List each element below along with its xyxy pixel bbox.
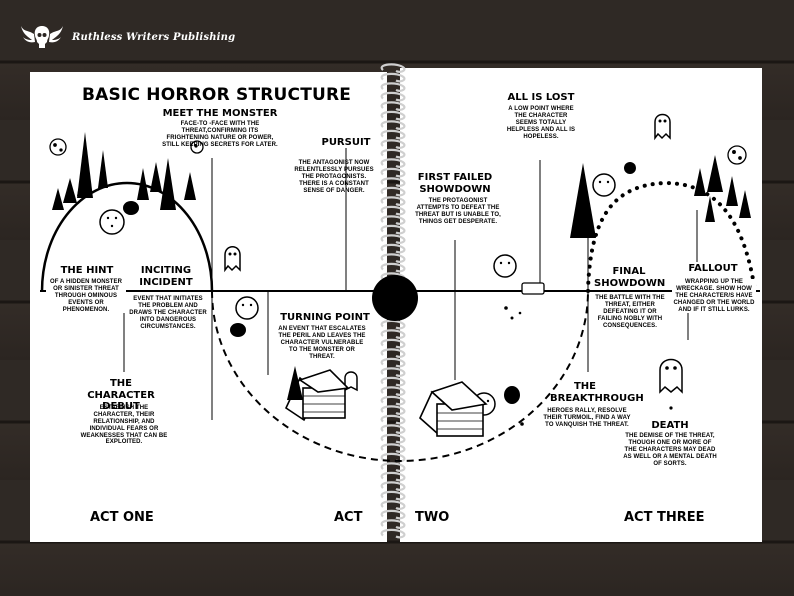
inciting-text: EVENT THAT INITIATES THE PROBLEM AND DRA… [129,296,207,330]
page-title: BASIC HORROR STRUCTURE [82,85,352,105]
final-showdown-heading: FINAL SHOWDOWN [594,266,666,289]
all-is-lost-text: A LOW POINT WHERE THE CHARACTER SEEMS TO… [506,106,576,140]
binding-ring [380,253,406,263]
pursuit-heading: PURSUIT [321,137,371,148]
binding-ring [380,82,406,92]
binding-ring [380,148,406,159]
act-three-arc [586,180,757,293]
act-two-label-right: TWO [415,510,450,525]
binding-ring [380,395,406,406]
binding-ring [380,357,406,368]
pursuit-text: THE ANTAGONIST NOW RELENTLESSLY PURSUES … [294,160,374,194]
binding-ring [380,196,406,206]
brand-name: Ruthless Writers Publishing [72,31,236,43]
binding-ring [380,500,406,510]
binding-ring [380,319,406,330]
binding-ring [380,338,406,349]
binding-ring [380,528,406,539]
binding-ring [380,177,406,187]
binding-ring [380,158,406,168]
breakthrough-text: HEROES RALLY, RESOLVE THEIR TURMOIL, FIN… [543,408,631,428]
death-text: THE DEMISE OF THE THREAT, THOUGH ONE OR … [623,433,717,467]
act-one-label: ACT ONE [90,510,154,525]
binding-ring [380,205,406,216]
binding-ring [380,519,406,529]
tree-icon [52,132,196,210]
meet-monster-text: FACE-TO -FACE WITH THE THREAT,CONFIRMING… [162,121,278,148]
binding-ring [380,72,406,83]
final-showdown-text: THE BATTLE WITH THE THREAT, EITHER DEFEA… [595,295,665,329]
binding-ring [380,63,406,73]
center-dot-icon [372,275,418,321]
binding-ring [380,101,406,111]
tree-icon [570,155,751,238]
binding-ring [380,490,406,501]
character-debut-text: ESTABLISH THE CHARACTER, THEIR RELATIONS… [80,405,168,446]
fallout-text: WRAPPING UP THE WRECKAGE. SHOW HOW THE C… [672,279,756,314]
cabin-icon [284,369,488,437]
breakthrough-heading: THE BREAKTHROUGH [550,381,644,404]
binding-ring [380,443,406,453]
binding-ring [380,186,406,197]
all-is-lost-heading: ALL IS LOST [507,92,575,103]
binding-ring [380,376,406,387]
act-two-arc [211,290,589,462]
binding-ring [380,481,406,491]
binding-ring [380,414,406,425]
binding-ring [380,167,406,178]
moon-icon [49,138,747,165]
death-heading: DEATH [651,420,689,431]
binding-ring [380,386,406,396]
binding-ring [380,348,406,358]
binding-ring [380,129,406,140]
binding-ring [380,224,406,235]
binding-ring [380,405,406,415]
meet-monster-heading: MEET THE MONSTER [162,108,278,119]
binding-ring [380,215,406,225]
binding-ring [380,110,406,121]
lantern-icon [521,282,545,295]
binding-ring [380,471,406,482]
binding-ring [380,91,406,102]
binding-ring [380,329,406,339]
turning-point-text: AN EVENT THAT ESCALATES THE PERIL AND LE… [278,326,366,360]
turning-point-heading: TURNING POINT [280,312,370,323]
binding-ring [380,424,406,434]
binding-ring [380,120,406,130]
brand: Ruthless Writers Publishing [20,22,235,52]
fallout-heading: FALLOUT [684,263,742,275]
binding-ring [380,243,406,254]
binding-ring [380,462,406,472]
binding-ring [380,367,406,377]
inciting-heading: INCITING INCIDENT [138,265,194,288]
binding-ring [380,234,406,244]
blood-drop-icon [504,306,673,426]
winged-skull-icon [21,26,63,48]
tree-icon [287,366,303,400]
masked-villain-icon [99,173,616,416]
first-failed-heading: FIRST FAILED SHOWDOWN [417,172,493,195]
binding-ring [380,509,406,520]
act-three-label: ACT THREE [624,510,705,525]
act-one-arc [40,181,214,292]
hint-heading: THE HINT [52,265,122,277]
act-two-label-left: ACT [334,510,363,525]
character-debut-heading: THE CHARACTER DEBUT [87,378,155,412]
binding-ring [380,433,406,444]
creature-icon [123,162,636,404]
first-failed-text: THE PROTAGONIST ATTEMPTS TO DEFEAT THE T… [415,198,501,225]
binding-ring [380,262,406,273]
binding-ring [380,139,406,149]
hint-text: OF A HIDDEN MONSTER OR SINISTER THREAT T… [46,279,126,314]
